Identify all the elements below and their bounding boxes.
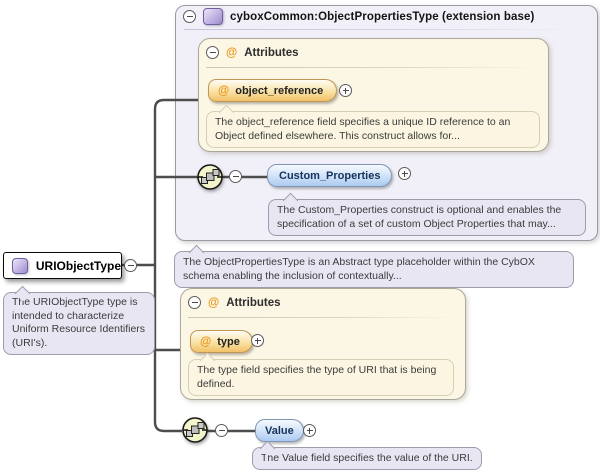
collapse-icon[interactable] — [183, 10, 196, 23]
annotation-object-reference: The object_reference field specifies a u… — [206, 104, 540, 148]
complex-type-icon — [12, 257, 28, 274]
collapse-icon[interactable] — [229, 170, 242, 183]
header-separator — [184, 29, 576, 30]
annotation-text: The type field specifies the type of URI… — [197, 364, 437, 390]
header-separator — [188, 317, 454, 318]
annotation-text: The Custom_Properties construct is optio… — [277, 204, 562, 230]
attributes-group-label: Attributes — [244, 46, 299, 59]
annotation-value: The Value field specifies the value of t… — [252, 440, 482, 470]
collapse-icon[interactable] — [215, 424, 228, 437]
attribute-type[interactable]: @ type — [190, 330, 253, 353]
expand-icon[interactable] — [398, 167, 411, 180]
annotation-custom-properties: The Custom_Properties construct is optio… — [268, 192, 586, 236]
collapse-icon[interactable] — [188, 296, 201, 309]
attribute-at-icon: @ — [208, 296, 220, 309]
attribute-name: type — [217, 335, 240, 348]
annotation-text: The Value field specifies the value of t… — [261, 452, 473, 464]
extension-base-title: cyboxCommon:ObjectPropertiesType (extens… — [230, 10, 535, 23]
attribute-object-reference[interactable]: @ object_reference — [208, 79, 338, 102]
sequence-icon[interactable] — [181, 416, 209, 444]
attribute-at-icon: @ — [200, 335, 212, 348]
element-custom-properties[interactable]: Custom_Properties — [267, 164, 393, 187]
element-name: Custom_Properties — [279, 169, 381, 182]
extension-base-header: cyboxCommon:ObjectPropertiesType (extens… — [183, 8, 534, 25]
attributes-header-extension: @ Attributes — [206, 46, 299, 59]
complex-type-icon — [203, 8, 223, 25]
attribute-at-icon: @ — [218, 84, 230, 97]
root-type-label: URIObjectType — [35, 258, 121, 273]
annotation-text: The object_reference field specifies a u… — [215, 116, 511, 142]
annotation-type: The type field specifies the type of URI… — [188, 352, 454, 396]
sequence-icon[interactable] — [196, 163, 224, 191]
attribute-name: object_reference — [235, 84, 324, 97]
attributes-header-local: @ Attributes — [188, 296, 281, 309]
expand-icon[interactable] — [303, 424, 316, 437]
annotation-text: The URIObjectType type is intended to ch… — [12, 296, 146, 349]
expand-icon[interactable] — [251, 334, 264, 347]
annotation-uriobjecttype: The URIObjectType type is intended to ch… — [3, 285, 155, 355]
attributes-group-label: Attributes — [226, 296, 281, 309]
expand-icon[interactable] — [339, 84, 352, 97]
collapse-icon[interactable] — [206, 46, 219, 59]
collapse-icon[interactable] — [124, 259, 137, 272]
header-separator — [206, 67, 538, 68]
attribute-at-icon: @ — [226, 46, 238, 59]
element-value[interactable]: Value — [255, 419, 304, 442]
annotation-object-properties-type: The ObjectPropertiesType is an Abstract … — [174, 244, 574, 288]
annotation-text: The ObjectPropertiesType is an Abstract … — [183, 256, 535, 282]
element-name: Value — [265, 424, 294, 437]
root-type-uriobjecttype[interactable]: URIObjectType — [3, 252, 122, 279]
